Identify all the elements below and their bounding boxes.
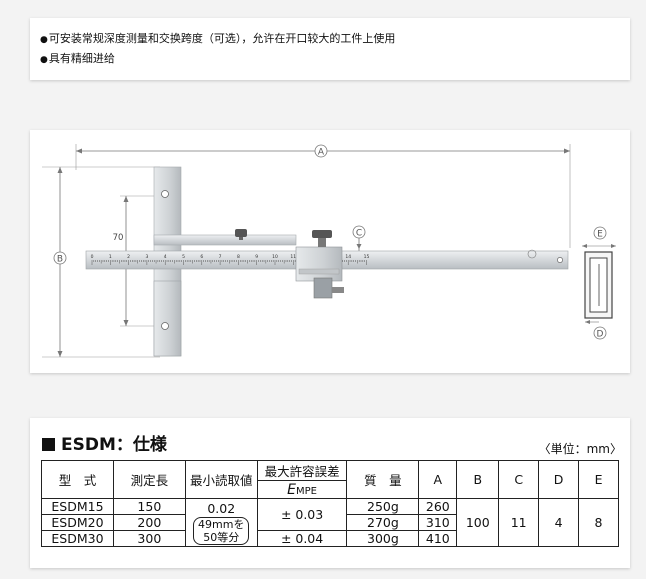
bullet-dot-icon: ●	[40, 55, 48, 65]
cell-a: 310	[418, 514, 458, 531]
scale-number: 8	[237, 254, 240, 260]
header-model: 型 式	[41, 460, 114, 499]
cell-d: 4	[538, 498, 580, 547]
scale-number: 9	[255, 254, 258, 260]
scale-number: 5	[182, 254, 185, 260]
label-c: C	[356, 229, 362, 239]
cell-model: ESDM20	[41, 514, 114, 531]
cell-range: 200	[112, 514, 186, 531]
label-b: B	[57, 255, 63, 265]
cell-mass: 250g	[346, 498, 420, 515]
dimension-b: B	[42, 166, 160, 358]
scale-number: 10	[272, 254, 278, 260]
cell-mpe: ± 0.04	[256, 530, 348, 547]
cell-e: 8	[578, 498, 619, 547]
header-mass: 質 量	[346, 460, 420, 499]
diagram-card: A B 70 C	[30, 130, 630, 373]
label-70: 70	[113, 233, 124, 243]
specs-card: ESDM：仕様 〈単位：mm〉 型 式 測定長 最小読取値 最大許容誤差 質 量…	[30, 418, 630, 568]
header-a: A	[418, 460, 458, 499]
header-range: 測定長	[112, 460, 186, 499]
table-row: ESDM20 200 270g 310	[41, 514, 619, 531]
scale-number: 6	[200, 254, 203, 260]
scale-number: 0	[91, 254, 94, 260]
fine-feed-knob-icon	[312, 230, 332, 238]
cell-model: ESDM30	[41, 530, 114, 547]
unit-note: 〈単位：mm〉	[538, 442, 622, 456]
label-a: A	[318, 148, 325, 158]
cell-range: 150	[112, 498, 186, 515]
mount-hole-icon	[161, 190, 169, 198]
hang-hole-icon	[557, 257, 563, 263]
feature-text: 可安装常规深度测量和交换跨度（可选），允许在开口较大的工件上使用	[48, 32, 396, 45]
cell-a: 260	[418, 498, 458, 515]
spec-table: 型 式 測定長 最小読取値 最大許容誤差 質 量 A B C D E EMPE …	[41, 460, 619, 547]
side-view: E D	[582, 226, 616, 340]
feature-text: 具有精细进给	[48, 52, 115, 65]
header-empe: EMPE	[256, 480, 348, 499]
scale-number: 14	[345, 254, 351, 260]
scale-number: 3	[145, 254, 148, 260]
label-a-circle	[314, 144, 328, 158]
scale-number: 7	[219, 254, 222, 260]
table-header-row: 型 式 測定長 最小読取値 最大許容誤差 質 量 A B C D E	[41, 460, 619, 499]
scale-number: 2	[127, 254, 130, 260]
header-d: D	[538, 460, 580, 499]
slider	[295, 230, 344, 299]
cell-c: 11	[498, 498, 540, 547]
cell-reading: 0.02 49mmを 50等分	[184, 498, 258, 547]
fine-feed-wheel-icon	[313, 277, 333, 299]
feature-item: ●可安装常规深度测量和交换跨度（可选），允许在开口较大的工件上使用	[40, 32, 395, 47]
header-reading: 最小読取値	[184, 460, 258, 499]
table-row: ESDM15 150 0.02 49mmを 50等分 ± 0.03 250g 2…	[41, 498, 619, 547]
cell-range: 300	[112, 530, 186, 547]
feature-item: ●具有精细进给	[40, 52, 115, 67]
cell-a: 410	[418, 530, 458, 547]
reading-note: 49mmを 50等分	[193, 516, 250, 545]
scale-number: 15	[364, 254, 370, 260]
label-d: D	[597, 330, 604, 340]
scale-number: 1	[109, 254, 112, 260]
header-e: E	[578, 460, 619, 499]
lock-knob-icon	[235, 229, 247, 237]
header-b: B	[456, 460, 500, 499]
cell-mpe: ± 0.03	[256, 498, 348, 531]
dimension-a: A	[75, 144, 571, 248]
table-row: ESDM30 300 ± 0.04 300g 410	[41, 530, 619, 547]
features-card: ●可安装常规深度测量和交换跨度（可选），允许在开口较大的工件上使用 ●具有精细进…	[30, 18, 630, 80]
depth-gauge-drawing: A B 70 C	[42, 144, 616, 358]
scale-number: 4	[164, 254, 167, 260]
reading-value: 0.02	[207, 500, 236, 516]
bullet-dot-icon: ●	[40, 35, 48, 45]
cell-b: 100	[456, 498, 500, 547]
header-mpe: 最大許容誤差	[256, 460, 348, 481]
label-e: E	[597, 230, 603, 240]
mount-hole-icon	[161, 322, 169, 330]
brand-logo-icon	[527, 249, 537, 259]
cell-mass: 270g	[346, 514, 420, 531]
header-c: C	[498, 460, 540, 499]
spec-title: ESDM：仕様	[42, 430, 167, 455]
scale-number: 11	[290, 254, 296, 260]
cell-model: ESDM15	[41, 498, 114, 515]
spec-title-text: ESDM：仕様	[61, 435, 167, 455]
cell-mass: 300g	[346, 530, 420, 547]
square-bullet-icon	[42, 438, 55, 451]
